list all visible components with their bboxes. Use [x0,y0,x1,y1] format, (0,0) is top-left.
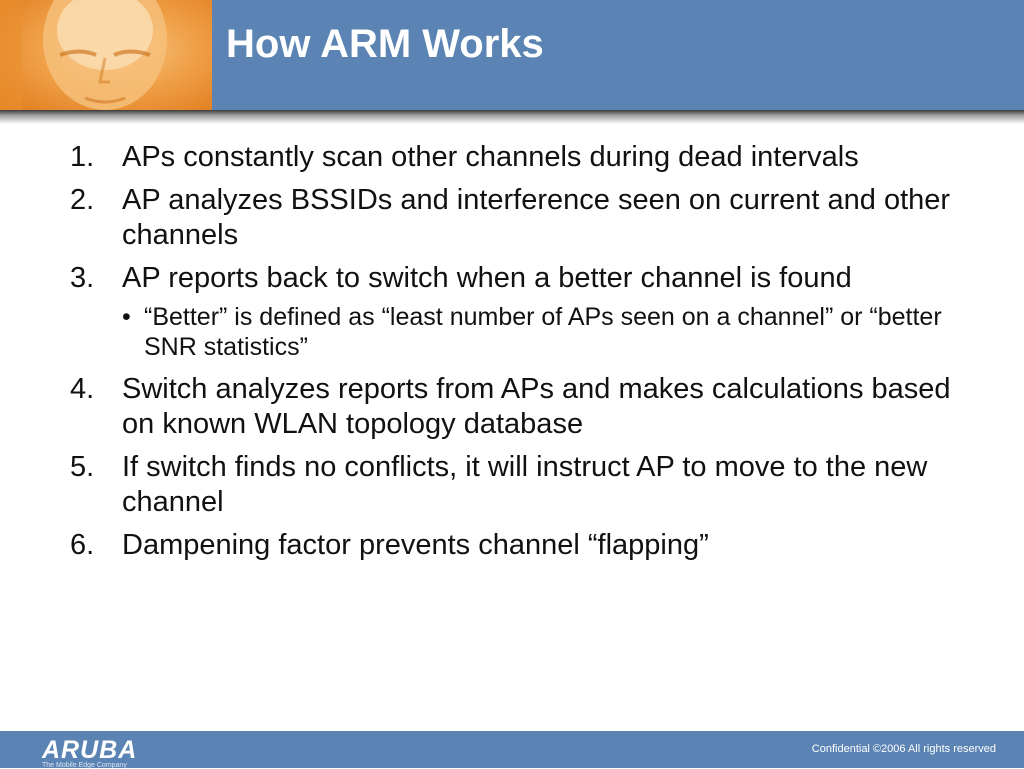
item-text: AP analyzes BSSIDs and interference seen… [122,184,951,251]
confidential-notice: Confidential ©2006 All rights reserved [811,743,996,755]
item-number: 5. [70,451,95,483]
item-number: 4. [70,373,95,405]
footer-bar: ARUBA The Mobile Edge Company Confidenti… [0,731,1024,769]
logo-tagline: The Mobile Edge Company [42,762,127,769]
item-text: Dampening factor prevents channel “flapp… [122,529,709,561]
item-text: APs constantly scan other channels durin… [122,141,859,173]
logo-text: ARUBA [42,736,138,764]
item-number: 2. [70,184,95,216]
list-item: 5. If switch finds no conflicts, it will… [70,450,970,520]
list-item: 4. Switch analyzes reports from APs and … [70,372,970,442]
item-text: Switch analyzes reports from APs and mak… [122,373,951,440]
list-item: 2. AP analyzes BSSIDs and interference s… [70,183,970,253]
face-image [0,0,212,110]
list-item: 6. Dampening factor prevents channel “fl… [70,528,970,563]
list-item: 1. APs constantly scan other channels du… [70,140,970,175]
item-text: AP reports back to switch when a better … [122,262,852,294]
sub-item-text: “Better” is defined as “least number of … [144,303,942,361]
list-item: 3. AP reports back to switch when a bett… [70,261,970,296]
numbered-list: 1. APs constantly scan other channels du… [70,140,970,571]
item-number: 6. [70,529,95,561]
aruba-logo: ARUBA The Mobile Edge Company [40,735,164,769]
item-number: 1. [70,141,95,173]
sub-list-item: • “Better” is defined as “least number o… [122,302,970,362]
bullet-icon: • [122,303,131,331]
slide-title: How ARM Works [226,22,544,66]
header-shadow [0,110,1024,124]
item-text: If switch finds no conflicts, it will in… [122,451,928,518]
item-number: 3. [70,262,95,294]
